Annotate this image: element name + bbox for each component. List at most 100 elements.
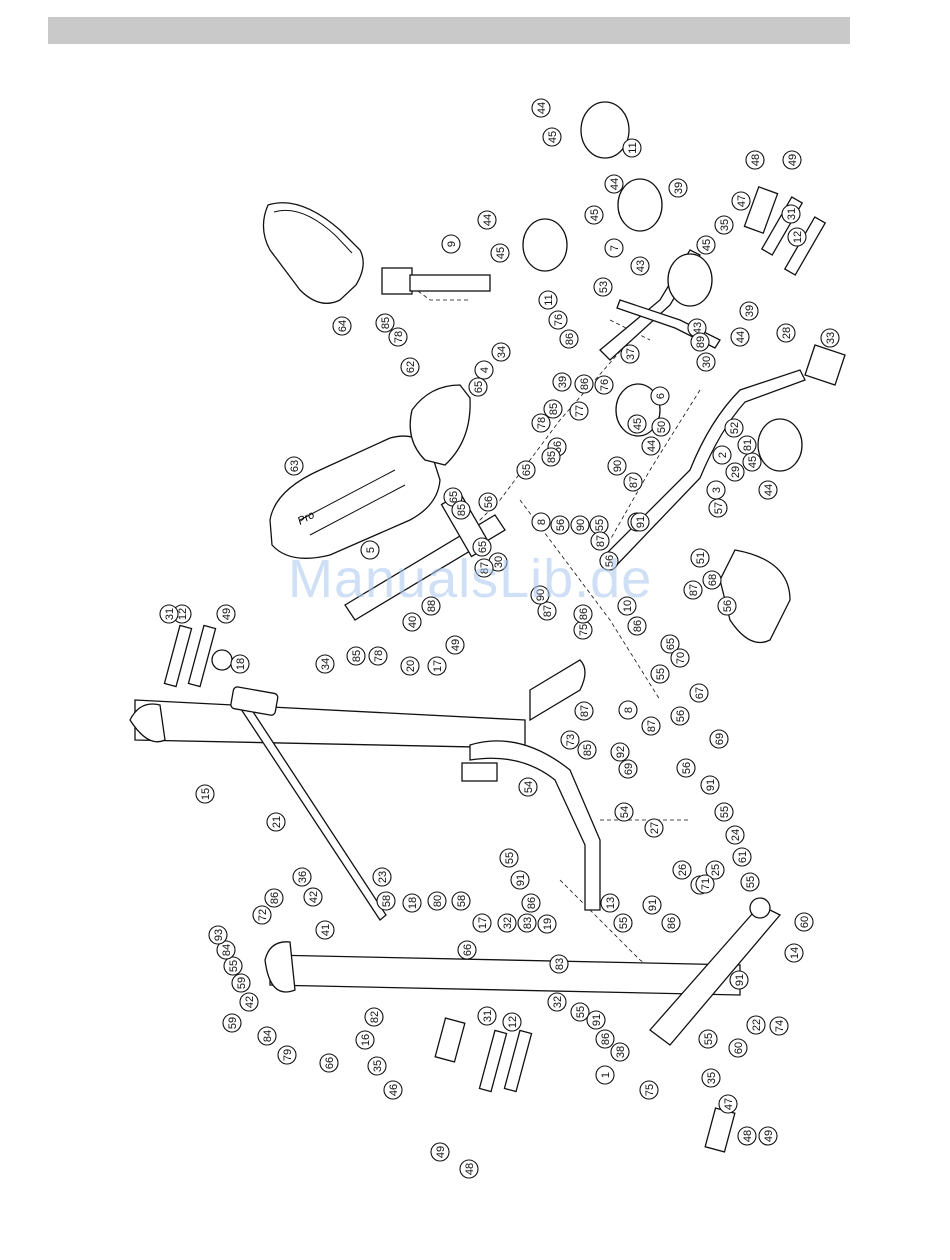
callout-number: 49 [435, 1146, 447, 1158]
callout-number: 65 [665, 638, 677, 650]
callout-18: 18 [230, 654, 250, 674]
callout-36: 36 [292, 867, 312, 887]
callout-number: 47 [736, 195, 748, 207]
callout-number: 63 [289, 460, 301, 472]
callout-circle [712, 445, 732, 465]
callout-7: 7 [604, 238, 624, 258]
callout-circle [376, 891, 396, 911]
callout-circle [725, 825, 745, 845]
callout-circle [717, 596, 737, 616]
callout-circle [696, 235, 716, 255]
callout-circle [375, 313, 395, 333]
callout-number: 34 [496, 346, 508, 358]
callout-number: 10 [622, 600, 634, 612]
callout-number: 19 [542, 918, 554, 930]
callout-circle [474, 360, 494, 380]
callout-circle [159, 604, 179, 624]
callout-circle [725, 462, 745, 482]
callout-number: 39 [673, 182, 685, 194]
callout-number: 4 [479, 367, 491, 373]
callout-number: 56 [681, 762, 693, 774]
callout-circle [266, 812, 286, 832]
part-callouts: 1234567788910111112121213141516171718181… [159, 98, 840, 1179]
callout-circle [782, 150, 802, 170]
callout-78: 78 [531, 413, 551, 433]
callout-55: 55 [698, 1029, 718, 1049]
callout-45: 45 [490, 243, 510, 263]
callout-circle [577, 740, 597, 760]
callout-number: 90 [535, 589, 547, 601]
callout-65: 65 [443, 487, 463, 507]
callout-number: 86 [578, 608, 590, 620]
callout-85: 85 [346, 646, 366, 666]
callout-45: 45 [584, 205, 604, 225]
callout-circle [531, 512, 551, 532]
callout-49: 49 [430, 1142, 450, 1162]
callout-33: 33 [820, 328, 840, 348]
callout-79: 79 [277, 1045, 297, 1065]
callout-1: 1 [595, 1065, 615, 1085]
callout-number: 55 [745, 876, 757, 888]
callout-20: 20 [400, 656, 420, 676]
callout-77: 77 [569, 401, 589, 421]
callout-number: 55 [575, 1006, 587, 1018]
callout-circle [497, 913, 517, 933]
callout-circle [570, 515, 590, 535]
callout-74: 74 [769, 1016, 789, 1036]
callout-number: 87 [479, 562, 491, 574]
callout-46: 46 [383, 1080, 403, 1100]
callout-number: 8 [623, 707, 635, 713]
callout-number: 31 [786, 208, 798, 220]
callout-86: 86 [521, 893, 541, 913]
callout-50: 50 [651, 417, 671, 437]
callout-circle [630, 512, 650, 532]
callout-56: 56 [478, 492, 498, 512]
callout-49: 49 [445, 635, 465, 655]
callout-number: 48 [464, 1163, 476, 1175]
callout-number: 24 [730, 829, 742, 841]
callout-circle [383, 1080, 403, 1100]
callout-55: 55 [499, 848, 519, 868]
callout-number: 30 [701, 356, 713, 368]
callout-circle [794, 912, 814, 932]
callout-number: 76 [553, 314, 565, 326]
callout-circle [474, 558, 494, 578]
callout-circle [781, 204, 801, 224]
callout-90: 90 [570, 515, 590, 535]
callout-number: 56 [675, 710, 687, 722]
callout-circle [676, 758, 696, 778]
callout-44: 44 [531, 98, 551, 118]
callout-circle [584, 205, 604, 225]
callout-circle [516, 460, 536, 480]
callout-circle [607, 456, 627, 476]
callout-circle [600, 893, 620, 913]
callout-number: 77 [574, 405, 586, 417]
callout-circle [594, 375, 614, 395]
callout-number: 87 [595, 535, 607, 547]
callout-number: 23 [377, 871, 389, 883]
callout-circle [574, 374, 594, 394]
callout-40: 40 [402, 612, 422, 632]
callout-circle [574, 701, 594, 721]
callout-17: 17 [427, 656, 447, 676]
callout-circle [641, 716, 661, 736]
callout-number: 75 [578, 624, 590, 636]
callout-49: 49 [758, 1126, 778, 1146]
callout-circle [468, 377, 488, 397]
callout-circle [745, 150, 765, 170]
callout-circle [451, 500, 471, 520]
callout-55: 55 [570, 1002, 590, 1022]
callout-number: 14 [789, 947, 801, 959]
callout-circle [502, 1012, 522, 1032]
callout-number: 69 [623, 763, 635, 775]
callout-number: 31 [164, 608, 176, 620]
callout-number: 75 [644, 1084, 656, 1096]
callout-91: 91 [729, 970, 749, 990]
callout-number: 33 [825, 332, 837, 344]
callout-number: 43 [692, 322, 704, 334]
callout-circle [388, 327, 408, 347]
callout-83: 83 [517, 913, 537, 933]
callout-47: 47 [731, 191, 751, 211]
callout-52: 52 [724, 418, 744, 438]
callout-circle [541, 447, 561, 467]
